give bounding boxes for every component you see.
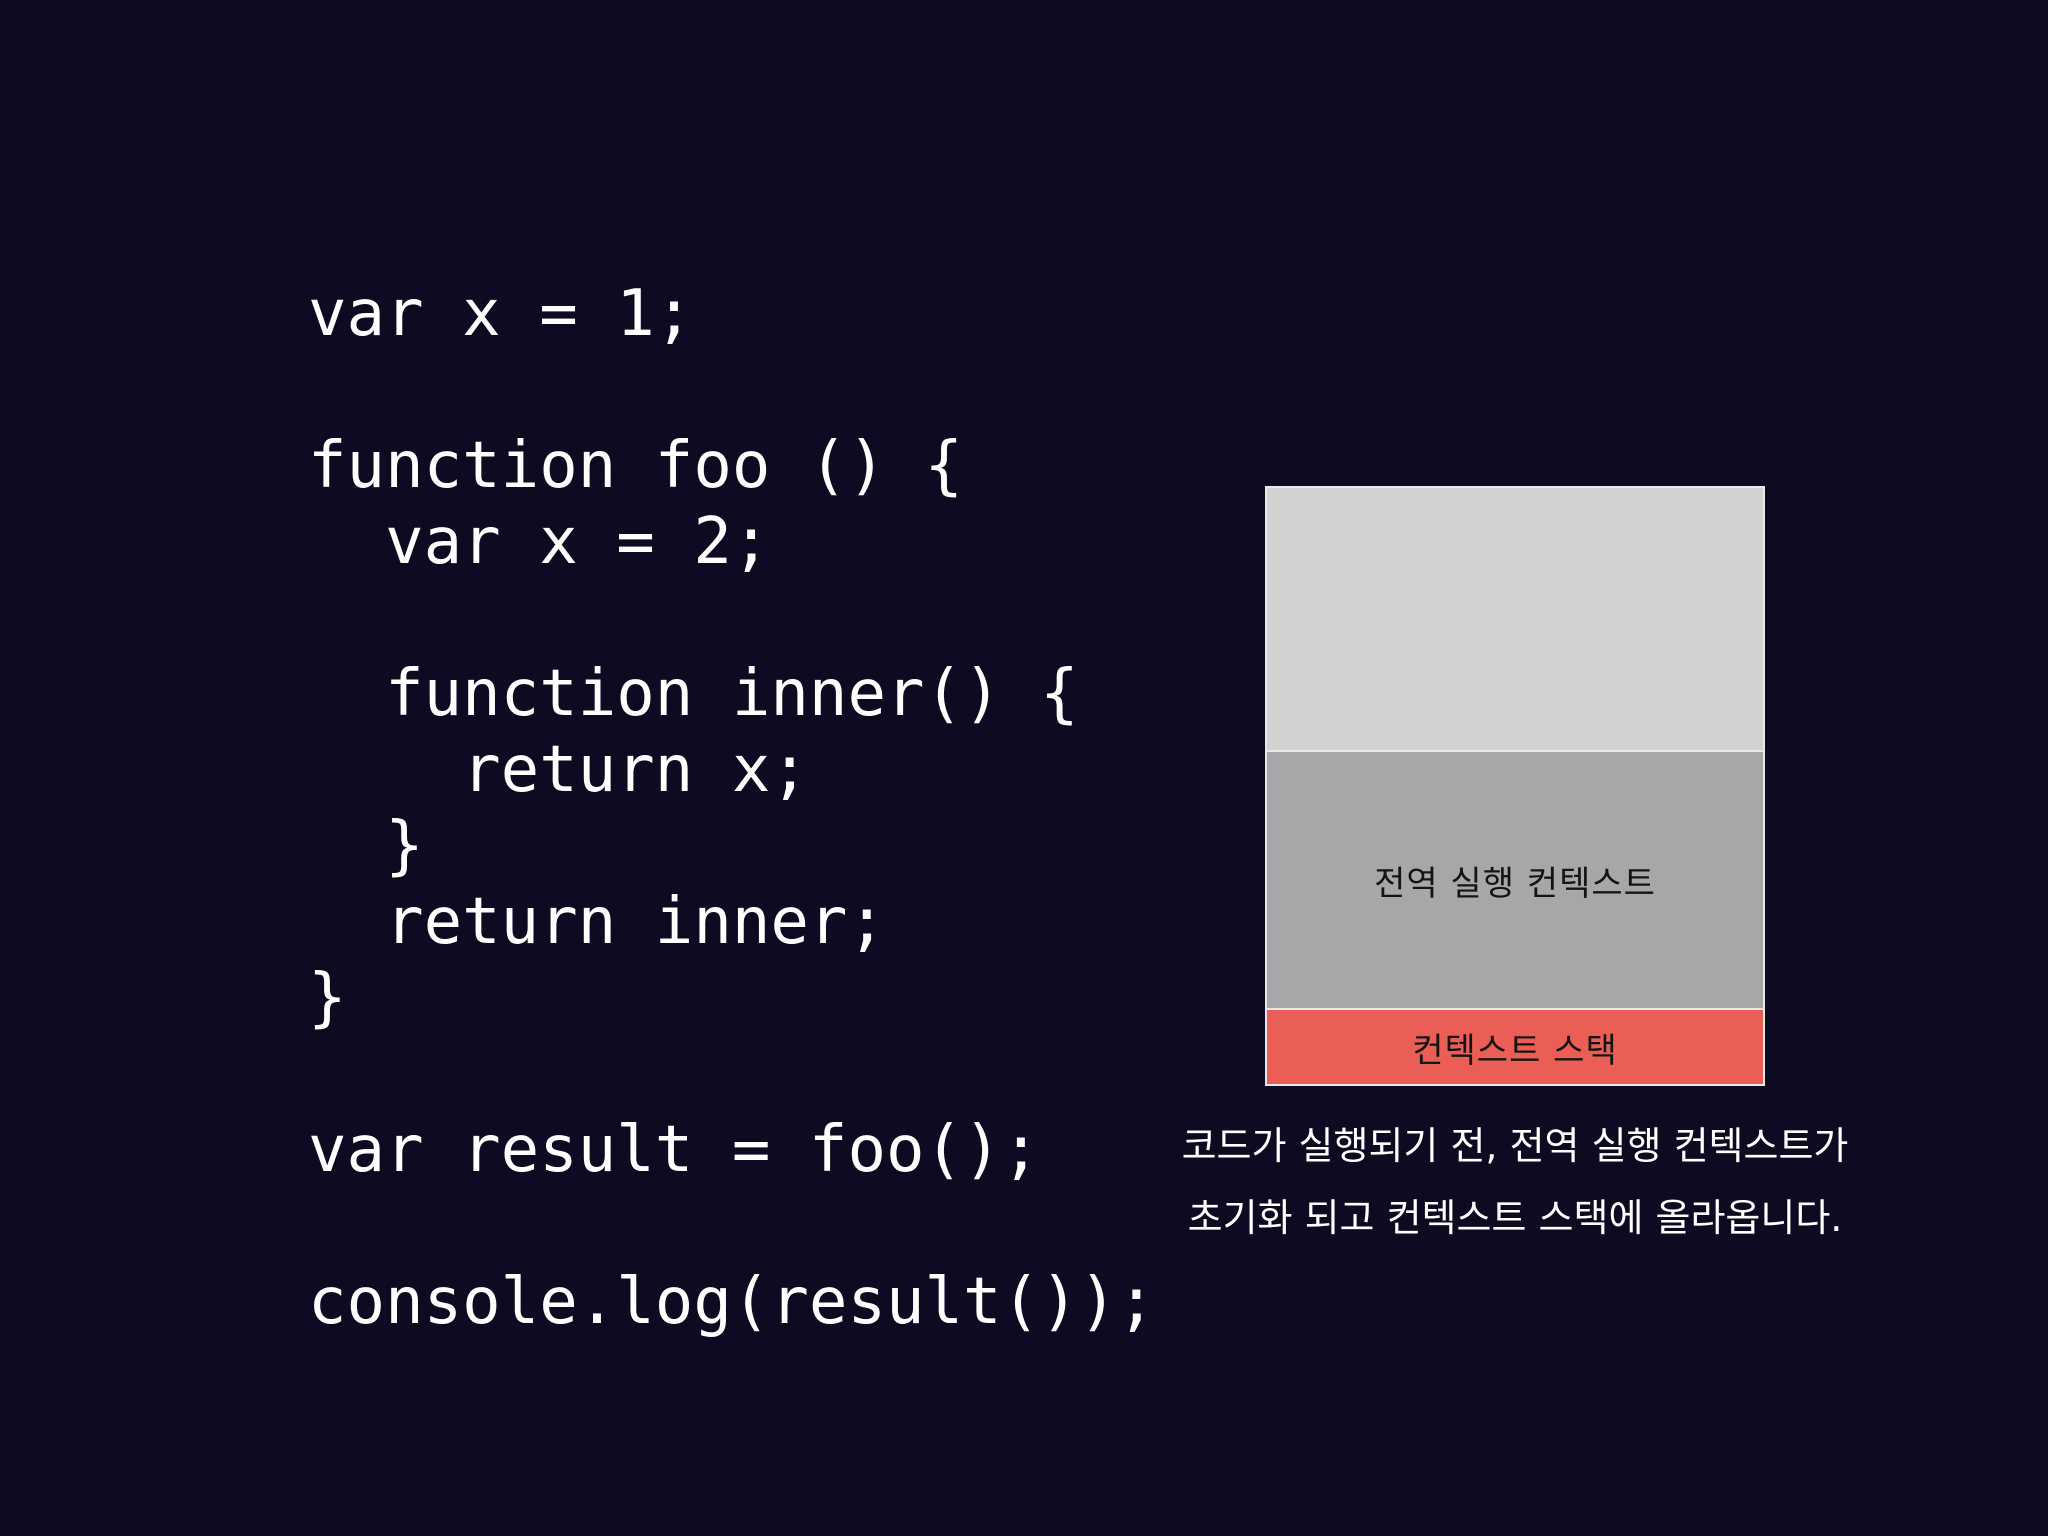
code-line [308,352,1156,428]
global-execution-context-label: 전역 실행 컨텍스트 [1374,863,1656,904]
stack-slot-empty [1267,488,1763,750]
code-line: return x; [308,733,809,807]
caption: 코드가 실행되기 전, 전역 실행 컨텍스트가 초기화 되고 컨텍스트 스택에 … [1145,1110,1885,1254]
code-line [308,1036,1156,1112]
context-stack-label-bar: 컨텍스트 스택 [1267,1010,1763,1084]
code-line: var x = 2; [308,505,771,579]
code-line: } [308,961,347,1035]
code-line: var result = foo(); [308,1113,1041,1187]
caption-line: 초기화 되고 컨텍스트 스택에 올라옵니다. [1187,1196,1843,1240]
context-stack-label: 컨텍스트 스택 [1412,1030,1618,1071]
code-line: function inner() { [308,657,1079,731]
code-line [308,1188,1156,1264]
code-block: var x = 1; function foo () { var x = 2; … [308,276,1156,1340]
code-line: } [308,809,424,883]
context-stack: 전역 실행 컨텍스트 컨텍스트 스택 [1265,486,1765,1086]
stack-slot-global-execution-context: 전역 실행 컨텍스트 [1267,750,1763,1010]
code-line: var x = 1; [308,277,694,351]
code-line: function foo () { [308,429,964,503]
code-line [308,580,1156,656]
code-line: return inner; [308,885,886,959]
code-line: console.log(result()); [308,1265,1156,1339]
caption-line: 코드가 실행되기 전, 전역 실행 컨텍스트가 [1181,1124,1849,1168]
